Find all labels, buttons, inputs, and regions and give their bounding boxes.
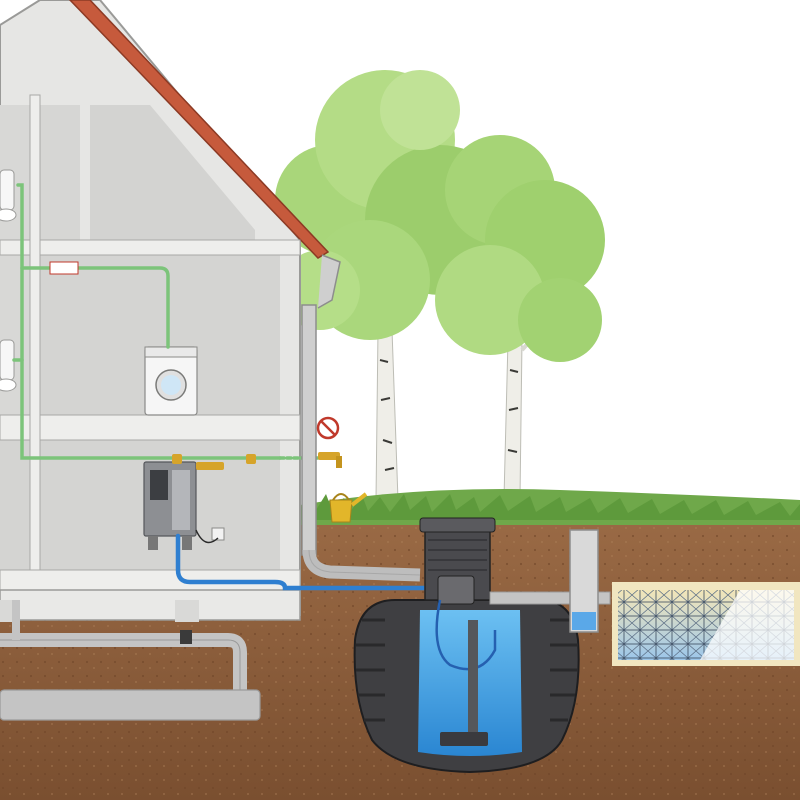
- garden-tap: [318, 452, 342, 468]
- brass-valves: [172, 454, 256, 470]
- pump-control-unit: [143, 461, 197, 550]
- cistern-filter: [437, 575, 475, 605]
- infiltration-crate: [612, 582, 800, 666]
- rain-downpipe: [301, 254, 421, 582]
- watering-can: [329, 492, 368, 523]
- sewer-pipes: [0, 600, 261, 721]
- foundation: [0, 589, 301, 621]
- suction-hose: [435, 599, 497, 671]
- cistern-lid: [419, 517, 496, 533]
- submersible-pump: [468, 620, 478, 738]
- power-cable: [195, 529, 219, 544]
- foundation-footing-mid: [175, 600, 199, 622]
- tree-foliage: [275, 70, 605, 362]
- basement-room: [0, 440, 280, 570]
- cistern-ribs: [356, 618, 578, 722]
- toilet-upper: [0, 169, 17, 222]
- attic-room: [40, 105, 80, 240]
- no-drinking-water-sign: [316, 416, 340, 440]
- rainwater-cistern: [353, 517, 580, 774]
- house-cutaway: [0, 0, 441, 622]
- pump-base: [440, 732, 488, 746]
- pump-supply-hose: [175, 533, 441, 591]
- roof: [68, 0, 330, 259]
- power-socket: [211, 527, 225, 541]
- grass-tufts: [300, 494, 800, 520]
- toilet-lower: [0, 339, 17, 392]
- cistern-neck-ribs: [428, 539, 487, 571]
- washing-machine: [144, 346, 198, 416]
- birch-trees: [275, 70, 605, 501]
- floor-slab-1: [0, 239, 301, 256]
- interior-wall: [29, 94, 41, 571]
- attic-room-right: [90, 105, 255, 240]
- inspection-shaft: [569, 529, 599, 633]
- service-water-sign: [49, 261, 79, 275]
- floor-slab-2: [0, 414, 301, 441]
